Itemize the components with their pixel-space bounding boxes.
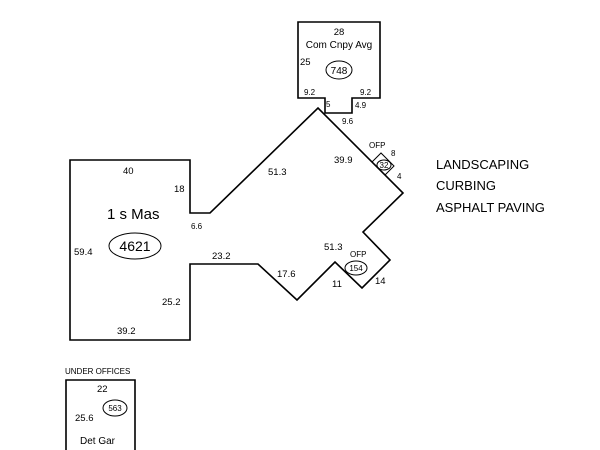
canopy-dim-top: 28 (334, 27, 345, 38)
canopy-dim-stem-left: 5 (326, 100, 331, 109)
garage-dim-left: 25.6 (75, 413, 94, 424)
dim-right-lower: 51.3 (324, 242, 343, 253)
garage-caption: UNDER OFFICES (65, 367, 130, 376)
garage-label: Det Gar (80, 436, 116, 447)
dim-notch-h: 6.6 (191, 222, 203, 231)
dim-notch-v: 18 (174, 184, 185, 195)
note-landscaping: LANDSCAPING (436, 157, 529, 172)
dim-right-upper: 39.9 (334, 155, 353, 166)
canopy-dim-bottom-left: 9.2 (304, 88, 316, 97)
main-label: 1 s Mas (107, 206, 160, 223)
garage-outline (65, 379, 136, 450)
dim-diag-upper: 51.3 (268, 167, 287, 178)
main-building-outline (69, 106, 405, 341)
note-curbing: CURBING (436, 178, 496, 193)
main-area: 4621 (119, 238, 150, 254)
ofp-top-area: 32 (380, 161, 389, 170)
dim-bottom: 39.2 (117, 326, 136, 337)
canopy-dim-left: 25 (300, 57, 311, 68)
canopy-area: 748 (331, 66, 348, 77)
ofp-top-label: OFP (369, 141, 385, 150)
dim-step-left: 25.2 (162, 297, 181, 308)
ofp-top-area-ellipse (376, 159, 392, 171)
dim-step-bottom: 23.2 (212, 251, 231, 262)
dim-diag-lower: 17.6 (277, 269, 296, 280)
ofp-bottom-label: OFP (350, 250, 366, 259)
ofp-top-outline (371, 152, 395, 176)
ofp-top-dim-a: 8 (391, 149, 396, 158)
main-area-ellipse (108, 232, 162, 260)
ofp-bottom-dim-b: 14 (375, 276, 386, 287)
ofp-bottom-area: 154 (349, 264, 363, 273)
canopy-label: Com Cnpy Avg (306, 40, 373, 51)
canopy-area-ellipse (325, 60, 353, 80)
canopy-dim-bottom-right: 9.2 (360, 88, 372, 97)
note-asphalt-paving: ASPHALT PAVING (436, 200, 545, 215)
dim-left: 59.4 (74, 247, 93, 258)
canopy-outline (297, 21, 381, 114)
dim-top: 40 (123, 166, 134, 177)
canopy-dim-stem-bottom: 9.6 (342, 117, 354, 126)
garage-area: 563 (108, 404, 122, 413)
canopy-dim-stem-right: 4.9 (355, 101, 367, 110)
garage-dim-top: 22 (97, 384, 108, 395)
ofp-top-dim-b: 4 (397, 172, 402, 181)
ofp-bottom-area-ellipse (344, 260, 368, 276)
ofp-bottom-dim-a: 11 (332, 279, 342, 290)
garage-area-ellipse (102, 399, 128, 417)
